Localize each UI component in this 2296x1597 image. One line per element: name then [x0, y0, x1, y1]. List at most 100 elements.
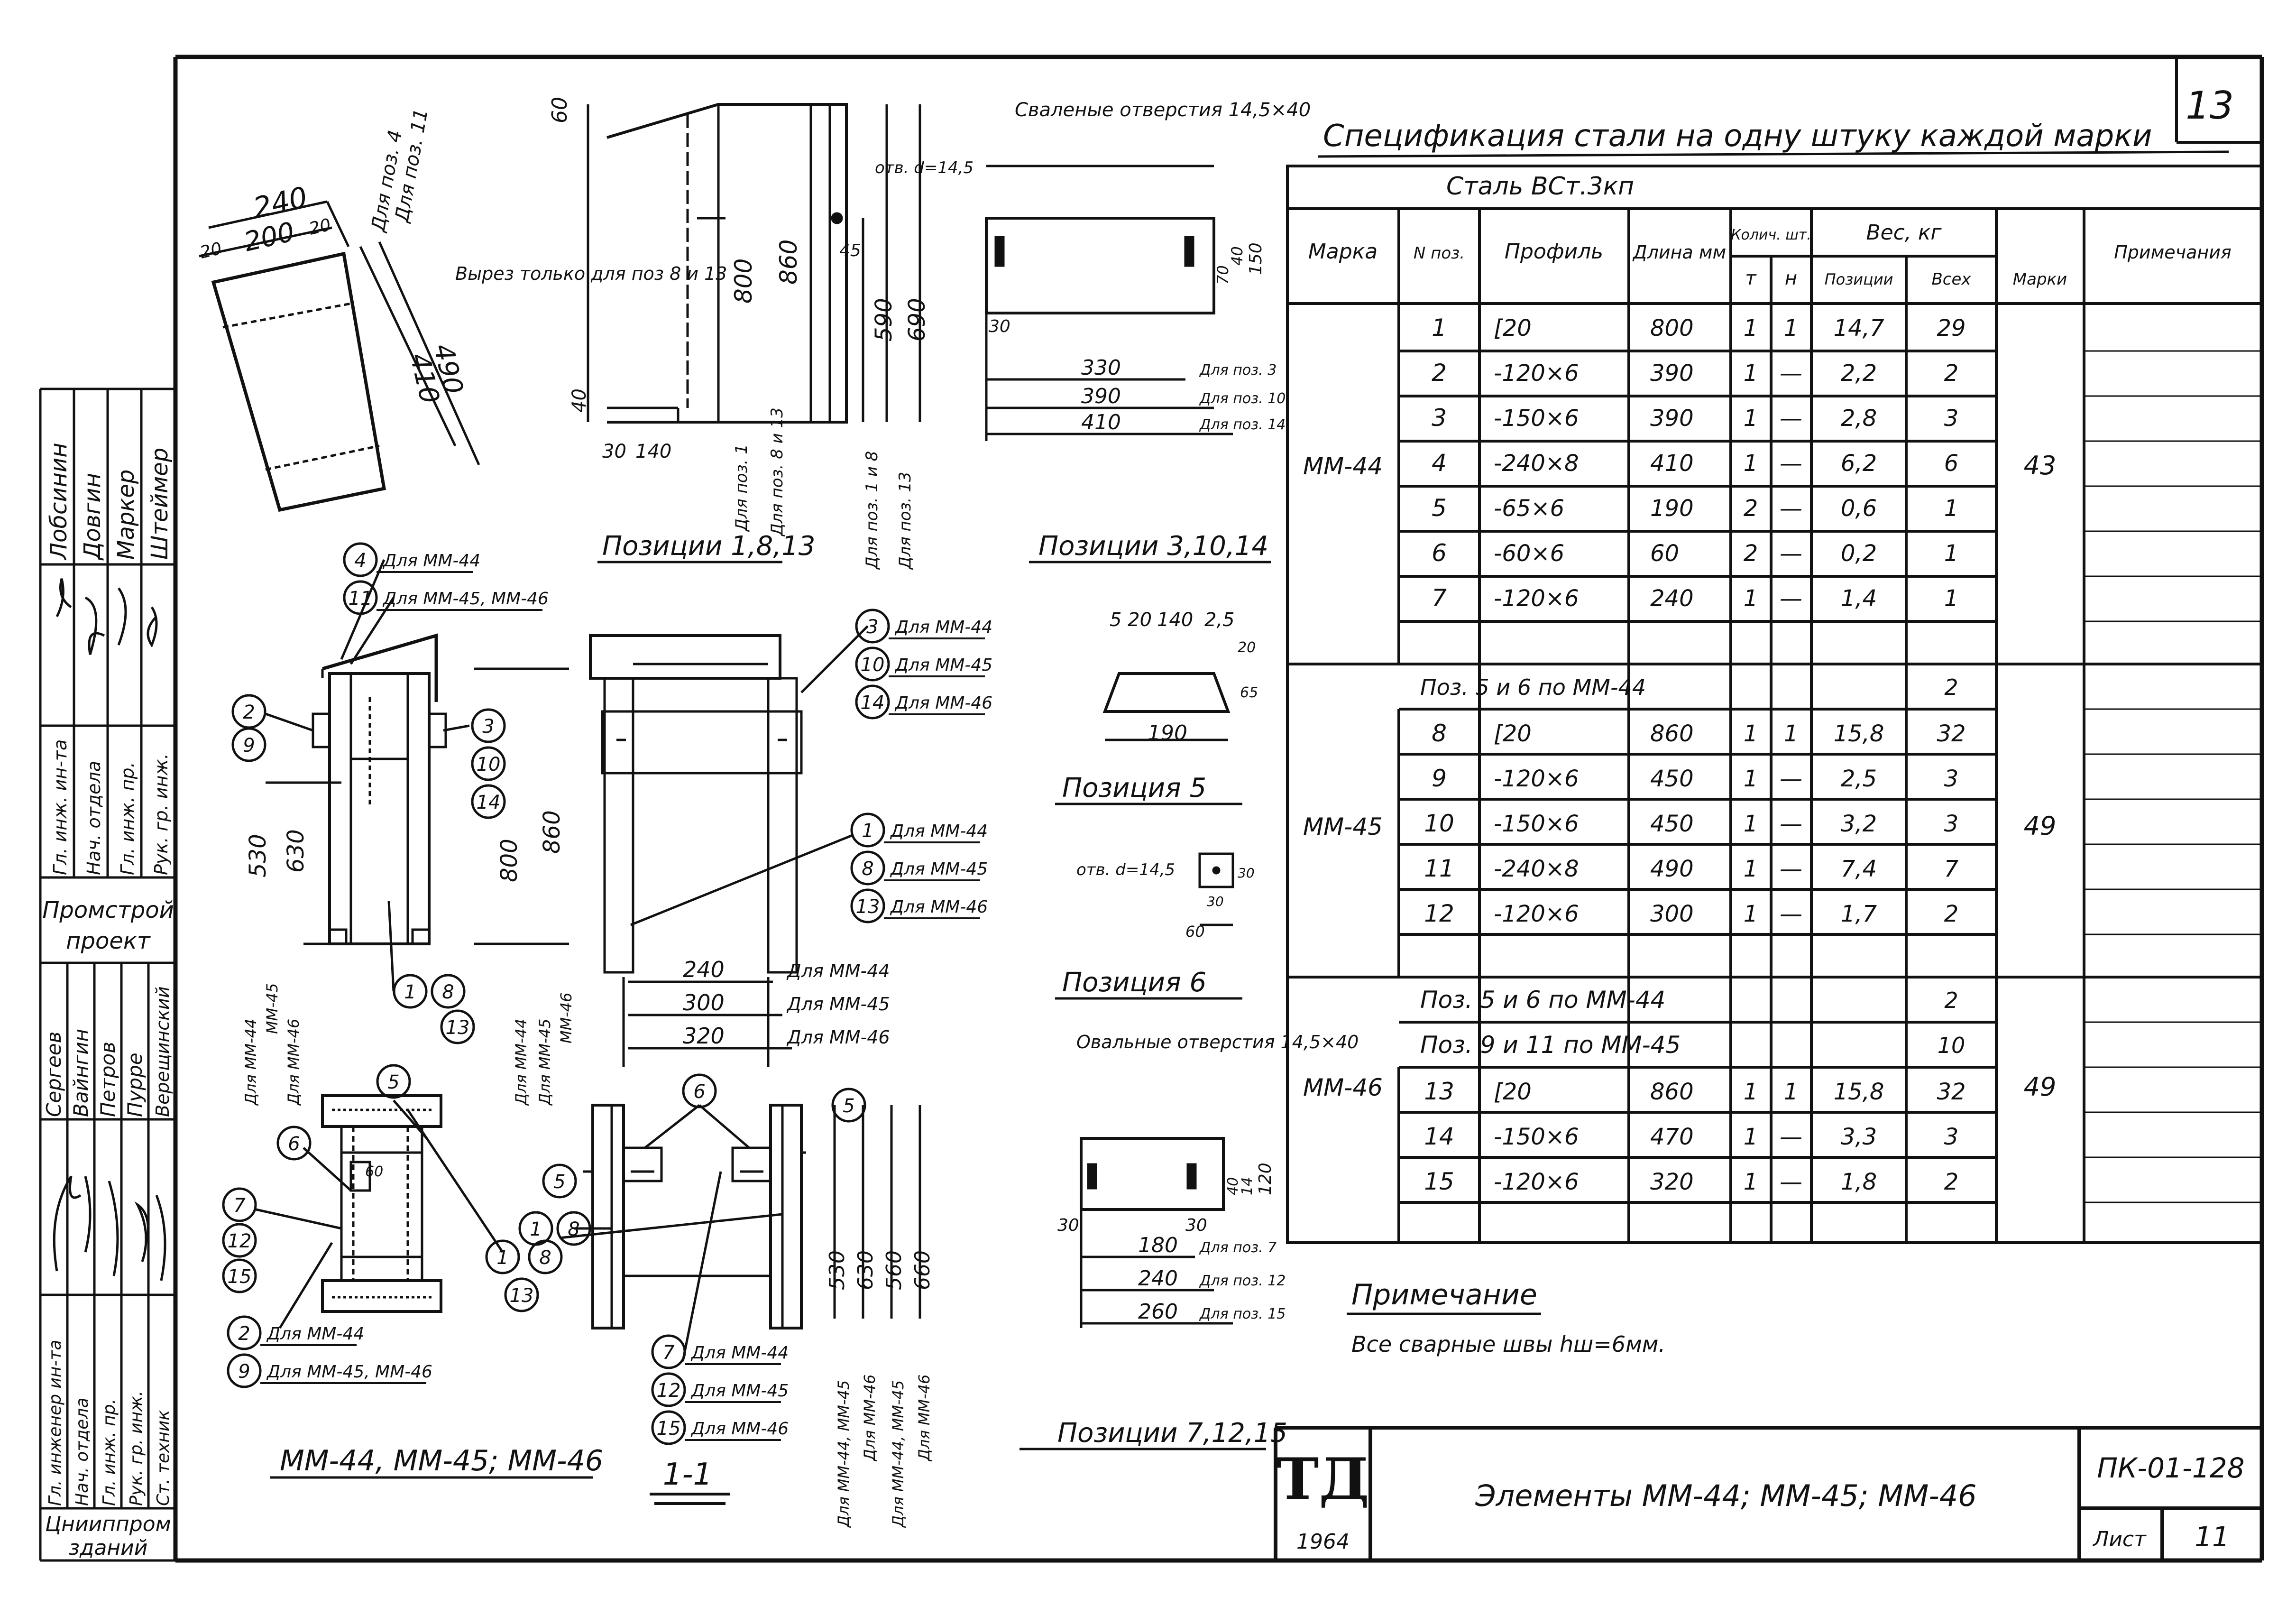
- cell-qty-n: —: [1780, 1169, 1802, 1195]
- side-label: Для ММ-44, ММ-45: [889, 1380, 907, 1528]
- assembly-plan-leaders: [256, 1099, 504, 1329]
- position-callout: 1: [518, 1211, 553, 1246]
- cell-qty-t: 2: [1744, 495, 1758, 522]
- title-sheet: 11: [2195, 1521, 2230, 1553]
- cell-pos: 4: [1432, 449, 1447, 477]
- position-callout: 1: [485, 1239, 520, 1274]
- cell-weight-pos: 3,3: [1841, 1124, 1877, 1150]
- callout-label: Для ММ-44: [382, 551, 480, 571]
- dim-60: 60: [1185, 923, 1205, 941]
- ref-row: Поз. 5 и 6 по ММ-44: [1420, 986, 1665, 1014]
- callout-label: Для ММ-46: [890, 897, 988, 917]
- callout-number: 10: [477, 754, 501, 775]
- plate-pos-7-12-15: [1080, 1137, 1233, 1328]
- position-callout: 14: [471, 784, 506, 819]
- cell-weight-all: 1: [1944, 495, 1959, 522]
- callout-number: 13: [446, 1017, 470, 1039]
- callout-circle: [682, 1073, 717, 1108]
- header-qty: Колич. шт.: [1731, 227, 1811, 243]
- cell-length: 390: [1650, 405, 1694, 432]
- callout-number: 15: [228, 1266, 252, 1288]
- callout-number: 10: [861, 654, 885, 676]
- stamp-name-6: Вайнгин: [69, 1029, 92, 1117]
- callout-label: Для ММ-46: [690, 1419, 789, 1439]
- side-label: Для ММ-44, ММ-45: [835, 1380, 853, 1528]
- cell-profile: [20: [1494, 315, 1532, 342]
- dim-630: 630: [854, 1250, 878, 1290]
- cell-weight-all: 6: [1944, 450, 1959, 477]
- cell-pos: 2: [1432, 359, 1447, 387]
- position-callout: 7: [222, 1187, 257, 1222]
- dim-190: 190: [1148, 721, 1187, 745]
- spec-headers: Сталь ВСт.3кп Марка N поз. Профиль Длина…: [1308, 172, 2232, 289]
- cell-weight-all: 29: [1937, 315, 1965, 342]
- cell-length: 450: [1650, 766, 1694, 792]
- cell-pos: 8: [1432, 720, 1447, 747]
- length-410-label: Для поз. 14: [1199, 416, 1286, 433]
- cell-profile: -60×6: [1494, 540, 1564, 567]
- stamp-name-7: Петров: [96, 1042, 119, 1117]
- dim-150: 150: [1246, 242, 1266, 275]
- cell-qty-n: 1: [1784, 315, 1799, 342]
- dim-630: 630: [283, 829, 309, 873]
- signature-scribble: [55, 578, 158, 655]
- cell-pos: 1: [1432, 314, 1447, 342]
- assembly-width-text: 240 Для ММ-44 300 Для ММ-45 320 Для ММ-4…: [683, 957, 890, 1049]
- callout-circle: [376, 1064, 411, 1099]
- plate-pos-6: [1198, 852, 1234, 926]
- cell-weight-all: 3: [1944, 811, 1959, 837]
- spec-marks: ММ-44 43 ММ-45 49 ММ-46 49: [1303, 451, 2056, 1102]
- note-text: Все сварные швы hш=6мм.: [1351, 1331, 1665, 1357]
- title-pos-5: Позиция 5: [1062, 773, 1206, 803]
- cell-qty-n: —: [1780, 405, 1802, 432]
- cell-weight-pos: 0,2: [1841, 540, 1877, 567]
- width-300: 300: [683, 990, 725, 1015]
- callout-circle: [485, 1239, 520, 1274]
- cell-qty-n: —: [1780, 901, 1802, 927]
- channel-pos-1-8-13: [587, 103, 921, 424]
- side-label: ММ-45: [263, 983, 281, 1034]
- callout-label: Для ММ-45: [690, 1381, 789, 1401]
- cell-weight-all: 2: [1944, 360, 1959, 387]
- callout-circle: [850, 850, 885, 886]
- assembly-front-view: [266, 633, 569, 945]
- section-1-1-leaders: [559, 1171, 783, 1362]
- dim-60: 60: [365, 1163, 383, 1180]
- cell-weight-all: 3: [1944, 766, 1959, 792]
- position-callout: 13: [440, 1009, 475, 1044]
- assembly-plan-view: [321, 1094, 442, 1313]
- assembly-title: ММ-44, ММ-45; ММ-46: [280, 1444, 603, 1477]
- length-180: 180: [1138, 1233, 1178, 1257]
- callout-number: 7: [662, 1342, 675, 1364]
- stamp-name-2: Довгин: [79, 473, 106, 561]
- callout-circle: [222, 1187, 257, 1222]
- cell-weight-all: 1: [1944, 585, 1959, 612]
- cell-profile: -150×6: [1494, 405, 1579, 432]
- cell-pos: 7: [1432, 584, 1447, 612]
- signature-scribble-lower: [53, 1175, 166, 1281]
- callout-circle: [556, 1211, 591, 1246]
- cell-length: 190: [1650, 495, 1694, 522]
- ref-row: Поз. 5 и 6 по ММ-44: [1420, 674, 1646, 700]
- width-240-label: Для ММ-44: [786, 960, 890, 981]
- callout-circle: [276, 1126, 312, 1161]
- stamp-org-1b: проект: [66, 928, 151, 954]
- callout-number: 2: [243, 702, 255, 723]
- cell-qty-n: —: [1780, 360, 1802, 387]
- stamp-role-5: Гл. инженер ин-та: [46, 1340, 65, 1506]
- spec-table: Сталь ВСт.3кп Марка N поз. Профиль Длина…: [1286, 165, 2263, 1244]
- cell-profile: -150×6: [1494, 811, 1579, 837]
- cell-weight-pos: 15,8: [1834, 720, 1884, 747]
- cell-profile: -150×6: [1494, 1124, 1579, 1150]
- cell-profile: -120×6: [1494, 585, 1579, 612]
- header-mark: Марка: [1308, 240, 1378, 264]
- cell-weight-pos: 2,5: [1841, 766, 1877, 792]
- dim-120: 120: [1256, 1163, 1275, 1195]
- cell-weight-pos: 7,4: [1841, 856, 1877, 882]
